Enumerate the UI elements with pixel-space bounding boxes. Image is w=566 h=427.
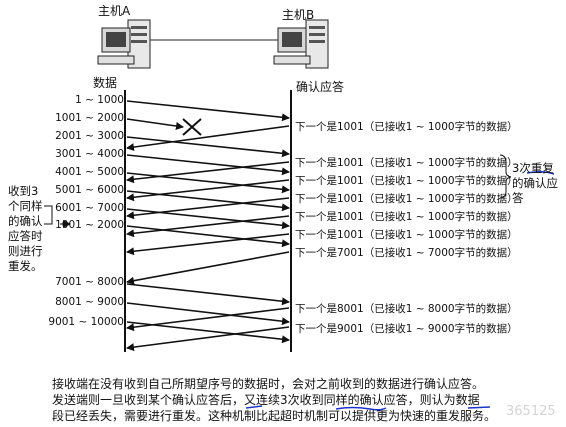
triple-dup-annotation: 3次重复的确认应答 [512,161,558,205]
data-segment-arrow [126,302,290,326]
ack-label: 下一个是1001（已接收1 ~ 1000字节的数据） [295,211,518,223]
ack-label: 下一个是1001（已接收1 ~ 1000字节的数据） [295,121,518,133]
data-segment-arrow [126,225,290,248]
data-column-heading: 数据 [93,76,118,90]
segment-label: 1001 ~ 2000 [55,219,124,231]
data-segment-arrow [126,100,290,122]
ack-label: 下一个是1001（已接收1 ~ 1000字节的数据） [295,157,518,169]
ack-arrow [126,125,290,152]
ack-label: 下一个是9001（已接收1 ~ 9000字节的数据） [295,323,518,335]
ack-arrows [126,125,290,352]
segment-label: 1001 ~ 2000 [55,112,124,124]
data-segment-arrow [126,208,290,230]
caption-line-3: 段已经丢失，需要进行重发。这种机制比起超时机制可以提供更为快速的重发服务。 [52,409,497,423]
segment-label: 2001 ~ 3000 [55,130,124,142]
segment-label: 1 ~ 1000 [75,94,124,106]
host-a-computer-icon [97,19,151,69]
ack-arrow [126,307,290,332]
data-segment-arrow [126,283,290,306]
ack-arrow [126,251,290,285]
ack-label: 下一个是7001（已接收1 ~ 7000字节的数据） [295,247,518,259]
highlight-underline-triple [526,170,555,175]
host-b-computer-icon [273,19,329,69]
caption-line-2: 发送端则一旦收到某个确认应答后，又连续3次收到同样的确认应答，则认为数据 [52,393,480,407]
triple-dup-brace [499,154,512,199]
ack-arrow [126,233,290,256]
highlight-underline-caption3 [467,406,491,409]
retransmit-bracket [44,205,53,225]
retransmit-note: 收到3个同样的确认应答时则进行重发。 [8,184,43,273]
segment-label: 4001 ~ 5000 [55,166,124,178]
segment-label: 7001 ~ 8000 [55,276,124,288]
data-segment-arrow [126,172,290,194]
lost-segment-arrow [126,118,184,130]
highlight-underline-caption1 [245,405,263,409]
segment-label: 8001 ~ 9000 [55,296,124,308]
ack-label: 下一个是1001（已接收1 ~ 1000字节的数据） [295,193,518,205]
host-a-label: 主机A [98,4,131,18]
caption-line-1: 接收端在没有收到自己所期望序号的数据时，会对之前收到的数据进行确认应答。 [52,377,485,391]
data-segment-arrow [126,190,290,212]
ack-label: 下一个是8001（已接收1 ~ 8000字节的数据） [295,303,518,315]
segment-label: 6001 ~ 7000 [55,202,124,214]
watermark: 365125 [506,404,556,419]
ack-arrow [126,215,290,238]
segment-label: 3001 ~ 4000 [55,148,124,160]
segment-label: 9001 ~ 10000 [48,316,124,328]
ack-arrow [126,197,290,220]
ack-label: 下一个是1001（已接收1 ~ 1000字节的数据） [295,229,518,241]
ack-arrow [126,161,290,184]
ack-arrow [126,326,290,352]
segment-label: 5001 ~ 6000 [55,184,124,196]
lost-packet-x-icon [182,118,202,136]
ack-label: 下一个是1001（已接收1 ~ 1000字节的数据） [295,175,518,187]
data-segment-arrow [126,154,290,176]
ack-arrow [126,179,290,202]
host-b-label: 主机B [282,8,315,22]
highlight-underline-caption2 [335,406,387,411]
ack-column-heading: 确认应答 [296,80,345,94]
data-segment-arrow [126,136,290,158]
